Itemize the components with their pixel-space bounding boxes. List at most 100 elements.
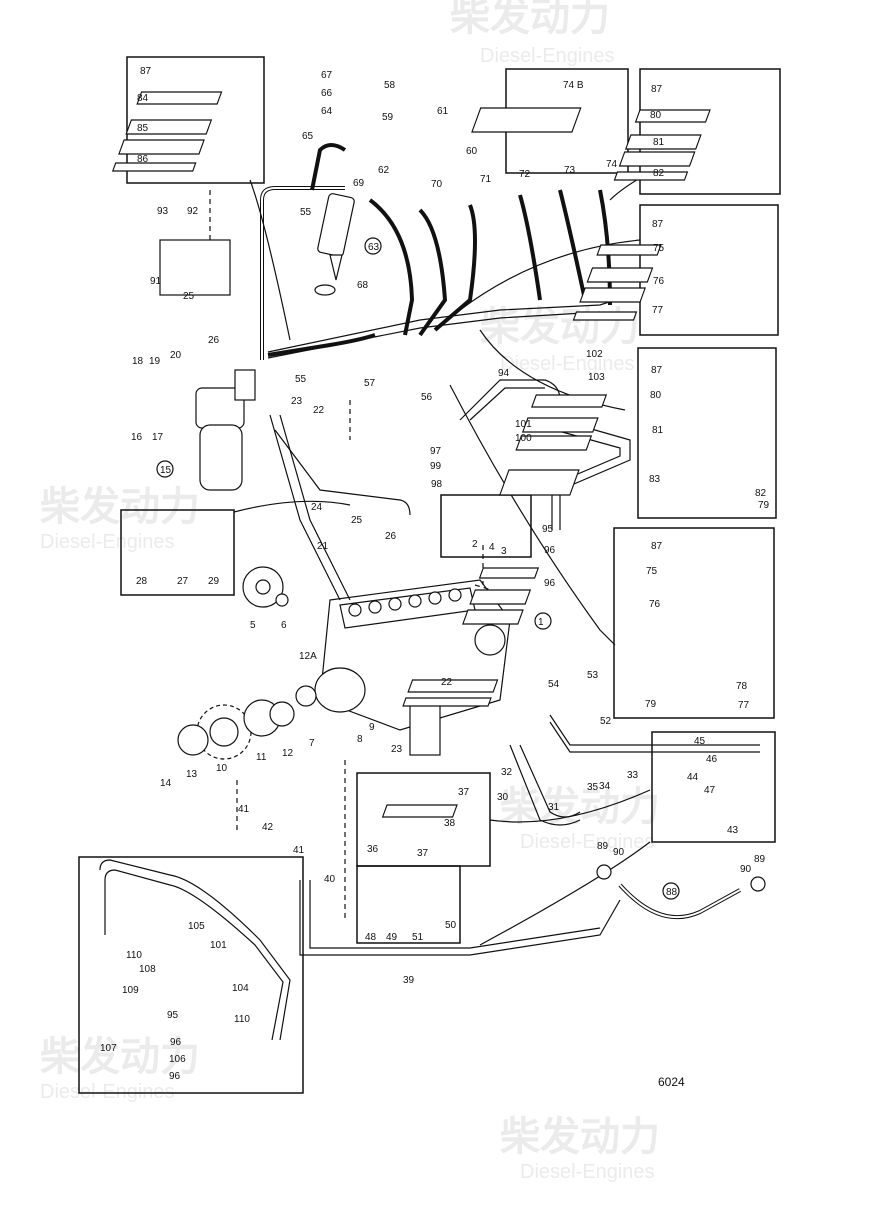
callout-label: 103 bbox=[588, 372, 605, 383]
callout-label: 33 bbox=[627, 770, 639, 781]
detail-box-bracket-78 bbox=[613, 527, 775, 719]
callout-label: 67 bbox=[321, 70, 333, 81]
callout-label: 106 bbox=[169, 1054, 186, 1065]
callout-label: 41 bbox=[293, 845, 305, 856]
detail-box-clip-48 bbox=[356, 865, 461, 944]
callout-label: 28 bbox=[136, 576, 148, 587]
callout-label: 82 bbox=[653, 168, 665, 179]
fuel-filter-15 bbox=[195, 369, 256, 491]
callout-label: 108 bbox=[139, 964, 156, 975]
callout-label: 77 bbox=[738, 700, 750, 711]
injection-pump-1 bbox=[314, 579, 511, 756]
callout-label: 90 bbox=[613, 847, 625, 858]
callout-label: 11 bbox=[256, 752, 267, 763]
drive-gear-10 bbox=[177, 685, 317, 760]
callout-label: 75 bbox=[646, 566, 658, 577]
callout-label: 50 bbox=[445, 920, 457, 931]
callout-label: 72 bbox=[519, 169, 531, 180]
callout-label: 76 bbox=[653, 276, 665, 287]
callout-label: 12A bbox=[299, 651, 317, 662]
callout-label: 3 bbox=[501, 546, 507, 557]
callout-label: 59 bbox=[382, 112, 394, 123]
callout-label: 68 bbox=[357, 280, 369, 291]
callout-label: 85 bbox=[137, 123, 149, 134]
callout-label: 92 bbox=[187, 206, 199, 217]
callout-label: 66 bbox=[321, 88, 333, 99]
callout-label: 52 bbox=[600, 716, 612, 727]
watermark-sub: Diesel-Engines bbox=[520, 1161, 655, 1183]
callout-label: 42 bbox=[262, 822, 274, 833]
callout-label: 43 bbox=[727, 825, 739, 836]
callout-label: 101 bbox=[515, 419, 532, 430]
callout-label: 26 bbox=[208, 335, 220, 346]
callout-label: 70 bbox=[431, 179, 443, 190]
watermark-sub: Diesel-Engines bbox=[40, 1081, 175, 1103]
callout-label: 69 bbox=[353, 178, 365, 189]
callout-label: 110 bbox=[126, 950, 142, 961]
clamp-parts bbox=[111, 91, 711, 818]
detail-box-clamp-80 bbox=[639, 68, 781, 195]
callout-label: 18 bbox=[132, 356, 144, 367]
callout-label: 15 bbox=[160, 465, 172, 476]
callout-label: 64 bbox=[321, 106, 333, 117]
callout-label: 98 bbox=[431, 479, 443, 490]
callout-circle bbox=[364, 237, 382, 255]
callout-label: 62 bbox=[378, 165, 390, 176]
callout-label: 107 bbox=[100, 1043, 117, 1054]
callout-label: 87 bbox=[651, 365, 663, 376]
callout-label: 5 bbox=[250, 620, 256, 631]
detail-box-clamp-83 bbox=[637, 347, 777, 519]
callout-label: 36 bbox=[367, 844, 379, 855]
callout-label: 75 bbox=[653, 243, 665, 254]
watermark-sub: Diesel-Engines bbox=[480, 45, 615, 67]
callout-label: 22 bbox=[313, 405, 325, 416]
callout-label: 30 bbox=[497, 792, 509, 803]
detail-box-bracket-43 bbox=[651, 731, 776, 843]
callout-label: 96 bbox=[544, 545, 556, 556]
callout-label: 89 bbox=[754, 854, 766, 865]
callout-label: 37 bbox=[458, 787, 470, 798]
callout-label: 16 bbox=[131, 432, 143, 443]
detail-box-clip-27 bbox=[120, 509, 235, 596]
watermark-brand: 柴发动力 bbox=[450, 0, 610, 39]
callout-label: 87 bbox=[651, 541, 663, 552]
callout-label: 100 bbox=[515, 433, 532, 444]
callout-label: 32 bbox=[501, 767, 513, 778]
callout-label: 27 bbox=[177, 576, 189, 587]
callout-label: 7 bbox=[309, 738, 315, 749]
callout-circle bbox=[662, 882, 680, 900]
callout-label: 97 bbox=[430, 446, 442, 457]
callout-label: 46 bbox=[706, 754, 718, 765]
callout-label: 55 bbox=[300, 207, 312, 218]
callout-label: 90 bbox=[740, 864, 752, 875]
callout-label: 65 bbox=[302, 131, 314, 142]
callout-label: 91 bbox=[150, 276, 162, 287]
callout-label: 77 bbox=[652, 305, 664, 316]
callout-label: 25 bbox=[351, 515, 363, 526]
callout-label: 37 bbox=[417, 848, 429, 859]
callout-label: 88 bbox=[666, 887, 678, 898]
callout-label: 95 bbox=[542, 524, 554, 535]
figure-number: 6024 bbox=[658, 1075, 685, 1089]
callout-label: 26 bbox=[385, 531, 397, 542]
callout-label: 10 bbox=[216, 763, 228, 774]
callout-label: 78 bbox=[736, 681, 748, 692]
watermark-sub: Diesel-Engines bbox=[500, 353, 635, 375]
callout-label: 104 bbox=[232, 983, 249, 994]
callout-label: 22 bbox=[441, 677, 453, 688]
callout-label: 51 bbox=[412, 932, 424, 943]
flexible-hose-88 bbox=[596, 864, 766, 920]
injection-pipes bbox=[260, 143, 616, 360]
callout-label: 105 bbox=[188, 921, 205, 932]
detail-box-union-2 bbox=[440, 494, 532, 558]
callout-label: 109 bbox=[122, 985, 139, 996]
watermark-logo: 柴发动力 bbox=[450, 0, 610, 39]
callout-label: 74 B bbox=[563, 80, 584, 91]
callout-label: 79 bbox=[645, 699, 657, 710]
watermark-brand: 柴发动力 bbox=[40, 1035, 200, 1079]
callout-label: 24 bbox=[311, 502, 323, 513]
callout-label: 29 bbox=[208, 576, 220, 587]
callout-label: 76 bbox=[649, 599, 661, 610]
callout-label: 34 bbox=[599, 781, 611, 792]
callout-label: 9 bbox=[369, 722, 375, 733]
